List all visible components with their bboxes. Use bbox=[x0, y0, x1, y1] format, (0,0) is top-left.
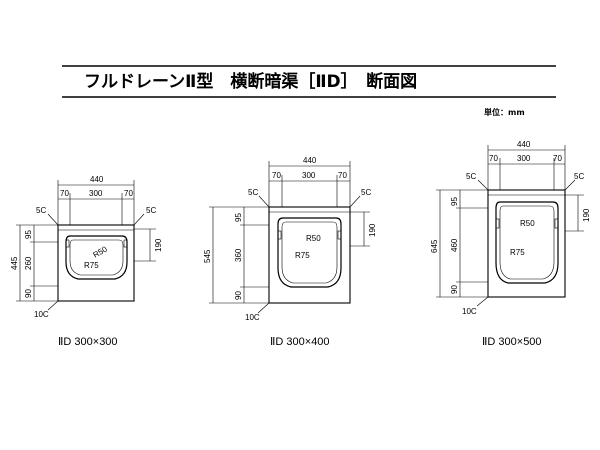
dim-top-left: 70 bbox=[489, 154, 498, 163]
leader-5c-right bbox=[349, 195, 361, 208]
chamfer-top-right: 5C bbox=[146, 206, 156, 215]
dim-h-top: 95 bbox=[24, 230, 33, 239]
dim-top-total: 440 bbox=[517, 140, 531, 149]
dim-right: 190 bbox=[368, 223, 377, 237]
section-caption: ⅡD 300×300 bbox=[58, 336, 118, 348]
dim-top-right: 70 bbox=[124, 189, 133, 198]
channel-inner-outline bbox=[277, 217, 342, 288]
lug-left bbox=[65, 239, 70, 248]
leader-5c-right bbox=[564, 179, 576, 191]
dim-top-left: 70 bbox=[60, 189, 69, 198]
dim-top-total: 440 bbox=[90, 175, 104, 184]
radius-large: R75 bbox=[510, 248, 525, 257]
radius-small: R50 bbox=[306, 234, 321, 243]
channel-inner-offset bbox=[499, 205, 555, 280]
leader-5c-left bbox=[477, 179, 489, 191]
dim-right: 190 bbox=[582, 208, 591, 222]
lug-left bbox=[277, 230, 282, 240]
chamfer-bottom: 10C bbox=[462, 307, 477, 316]
section-caption: ⅡD 300×500 bbox=[482, 336, 542, 348]
radius-large: R75 bbox=[295, 251, 310, 260]
lug-left bbox=[495, 218, 500, 229]
dim-h-top: 95 bbox=[450, 197, 459, 206]
leader-10c bbox=[476, 296, 489, 307]
radius-small: R50 bbox=[520, 219, 535, 228]
dim-h-mid: 360 bbox=[234, 248, 243, 262]
section-outer-wall bbox=[57, 224, 135, 302]
leader-5c-left bbox=[258, 195, 270, 208]
chamfer-top-left: 5C bbox=[36, 206, 46, 215]
dim-top-left: 70 bbox=[272, 171, 281, 180]
section-caption: ⅡD 300×400 bbox=[270, 336, 330, 348]
dim-height-total: 645 bbox=[430, 239, 439, 253]
section-300x300: 440 70 300 70 445 95 260 90 190 5C 5C 10… bbox=[10, 175, 163, 348]
chamfer-top-right: 5C bbox=[574, 172, 584, 181]
dim-top-total: 440 bbox=[303, 156, 317, 165]
dim-h-bot: 90 bbox=[234, 291, 243, 300]
leader-10c bbox=[257, 302, 270, 314]
chamfer-bottom: 10C bbox=[245, 313, 260, 322]
chamfer-top-left: 5C bbox=[248, 188, 258, 197]
channel-inner-offset bbox=[281, 221, 338, 284]
section-300x400: 440 70 300 70 545 95 360 90 190 5C 5C 10… bbox=[203, 156, 377, 348]
dim-height-total: 445 bbox=[10, 256, 19, 270]
dim-h-top: 95 bbox=[234, 213, 243, 222]
section-300x500: 440 70 300 70 645 95 460 90 190 5C 5C 10… bbox=[430, 140, 591, 348]
dim-top-right: 70 bbox=[338, 171, 347, 180]
dim-h-bot: 90 bbox=[450, 285, 459, 294]
leader-5c-left bbox=[47, 213, 59, 226]
chamfer-top-left: 5C bbox=[466, 172, 476, 181]
drawing-title: フルドレーンⅡ型 横断暗渠［ⅡD］ 断面図 bbox=[84, 71, 417, 92]
channel-inner-outline bbox=[495, 201, 559, 284]
dim-height-total: 545 bbox=[203, 249, 212, 263]
chamfer-top-right: 5C bbox=[361, 188, 371, 197]
dim-right: 190 bbox=[154, 238, 163, 252]
dim-top-mid: 300 bbox=[89, 189, 103, 198]
dim-top-mid: 300 bbox=[302, 171, 316, 180]
lug-right bbox=[123, 239, 128, 248]
radius-large: R75 bbox=[84, 261, 99, 270]
dim-h-bot: 90 bbox=[24, 289, 33, 298]
leader-5c-right bbox=[133, 213, 145, 226]
lug-right bbox=[554, 218, 559, 229]
leader-10c bbox=[47, 300, 59, 311]
chamfer-bottom: 10C bbox=[34, 310, 49, 319]
unit-label: 単位：mm bbox=[484, 107, 525, 117]
lug-right bbox=[337, 230, 342, 240]
dim-top-mid: 300 bbox=[517, 154, 531, 163]
dim-h-mid: 260 bbox=[24, 256, 33, 270]
channel-inner-offset bbox=[69, 239, 124, 276]
dim-top-right: 70 bbox=[553, 154, 562, 163]
dim-h-mid: 460 bbox=[450, 238, 459, 252]
